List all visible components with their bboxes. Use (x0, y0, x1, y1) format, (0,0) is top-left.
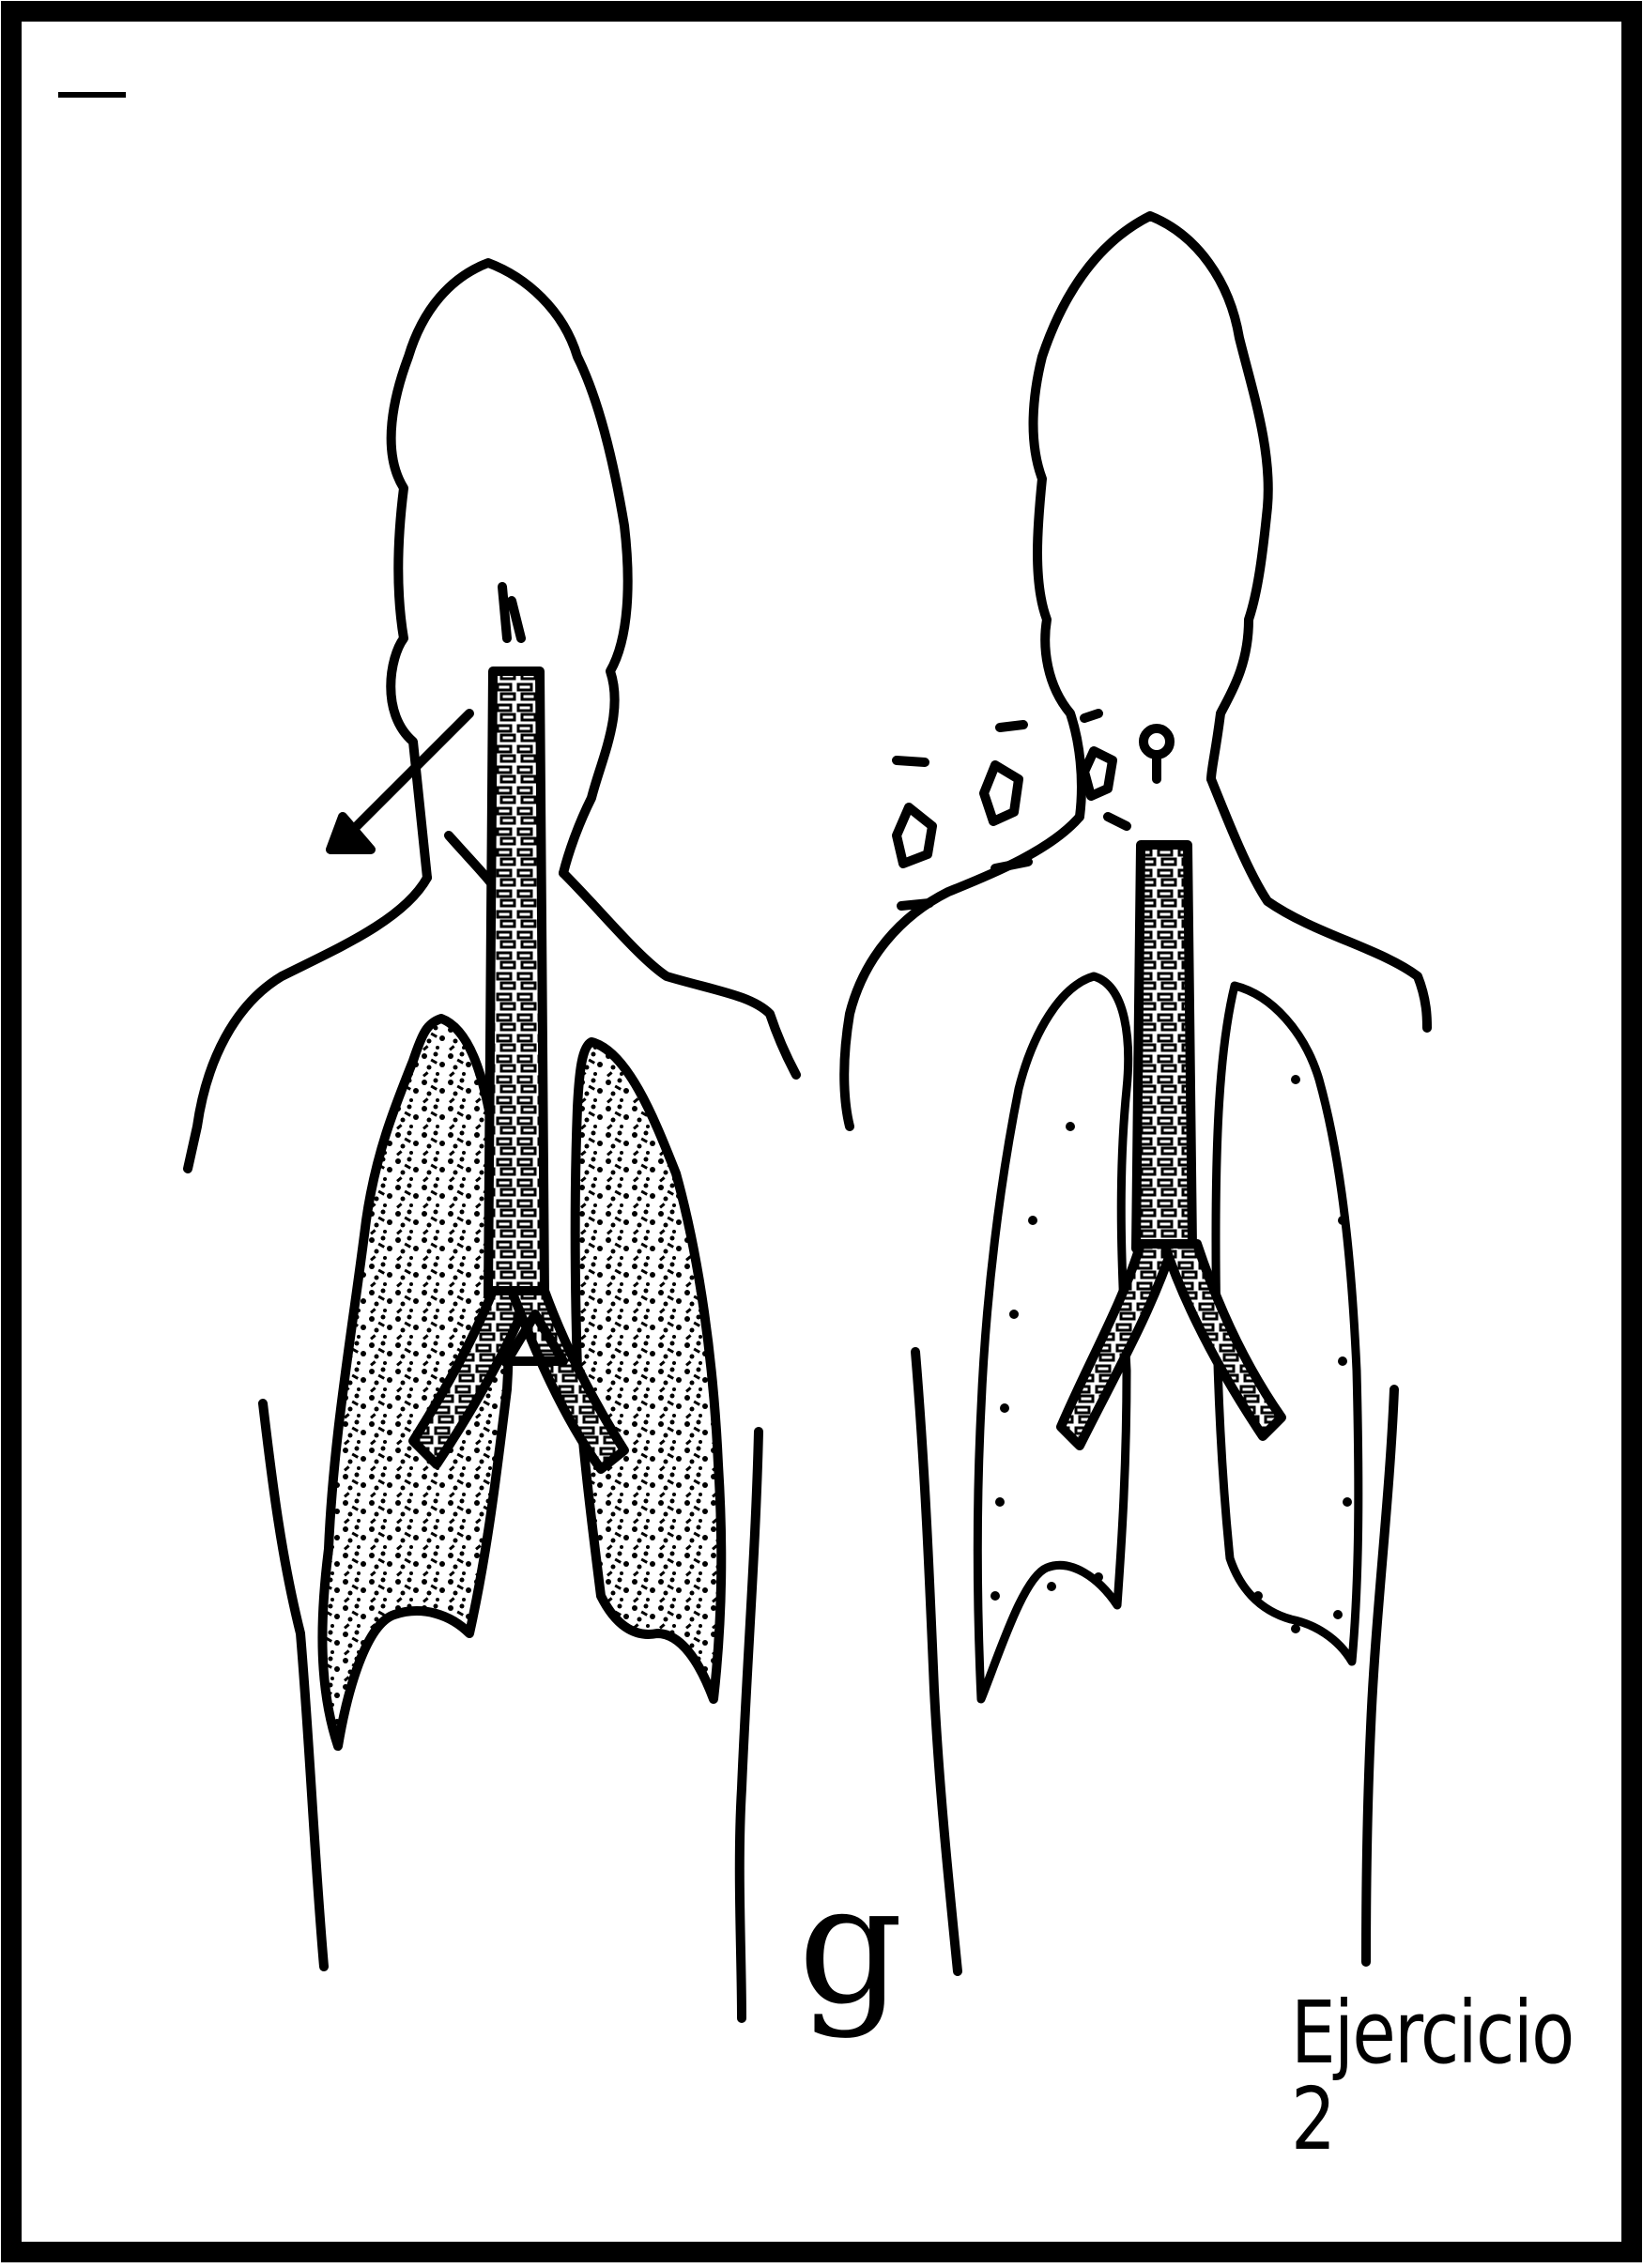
right-particle-2 (984, 765, 1019, 821)
panel-label: g (798, 1863, 903, 2028)
right-lung-right (1216, 986, 1359, 1662)
right-torso-left (915, 1352, 958, 1971)
right-shoulder-left (844, 817, 1080, 1126)
left-lung-right (576, 1042, 722, 1699)
left-mouth-mark (502, 587, 521, 638)
left-torso-left (263, 1403, 324, 1967)
left-figure (188, 263, 796, 2018)
right-particle-1 (897, 807, 932, 864)
left-arrow-shaft (357, 713, 469, 826)
figure-caption: Ejercicio 2 (1291, 1990, 1580, 2163)
scan-mark (58, 92, 126, 98)
right-figure (844, 216, 1427, 1971)
right-torso-right (1366, 1389, 1394, 1962)
right-bronchus-left (1061, 1244, 1174, 1446)
left-torso-right (740, 1432, 759, 2018)
right-trachea (1136, 845, 1192, 1249)
right-particle-4 (1144, 728, 1170, 755)
right-particle-3 (1084, 751, 1113, 796)
left-trachea (488, 671, 545, 1295)
